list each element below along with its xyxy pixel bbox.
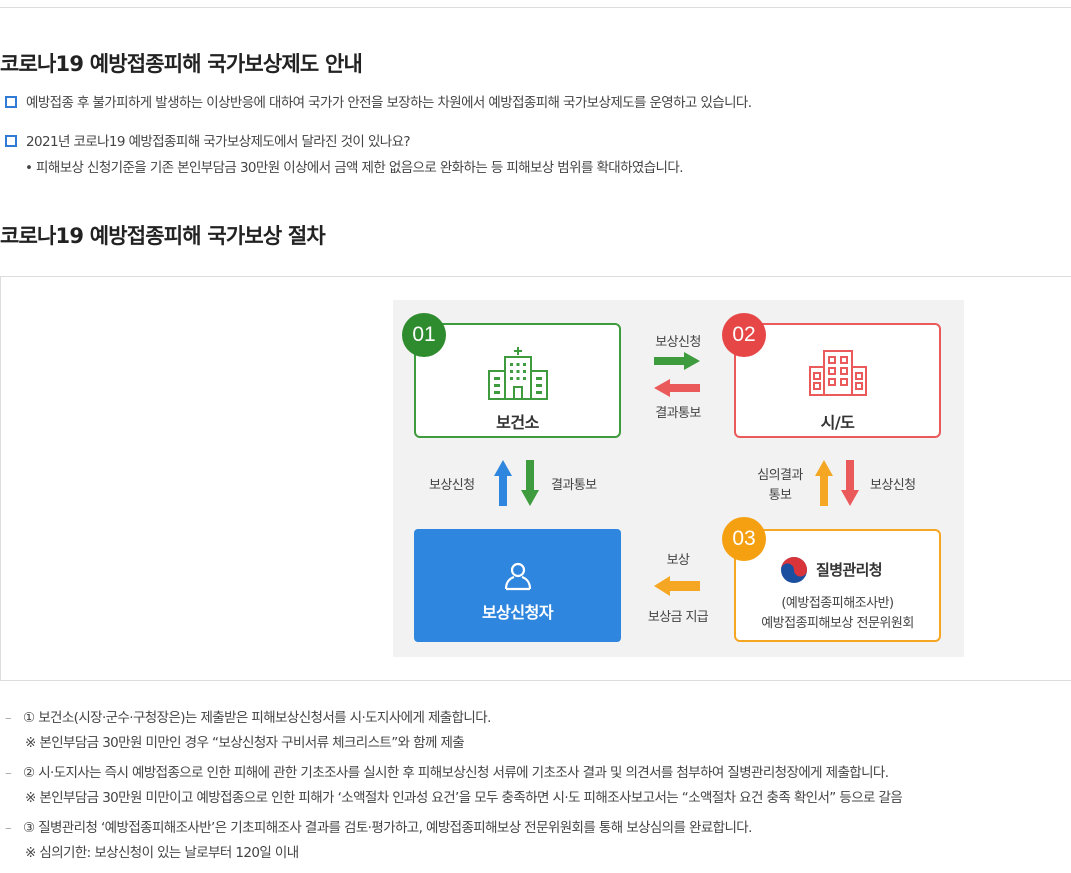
city-hall-icon — [809, 350, 867, 396]
square-bullet-icon — [5, 135, 17, 147]
step-number-2: 02 — [722, 313, 766, 357]
procedure-diagram: 보건소 01 시/도 02 보상신청자 — [393, 300, 964, 657]
step-card-health-center: 보건소 — [414, 323, 621, 438]
arrow-up-blue-icon — [494, 460, 512, 506]
step-number-1: 01 — [402, 313, 446, 357]
arrow-up-orange-icon — [815, 460, 833, 506]
info-bullet-1: 예방접종 후 불가피하게 발생하는 이상반응에 대하여 국가가 안전을 보장하는… — [5, 91, 752, 111]
dash-bullet-icon: – — [5, 710, 12, 726]
top-divider — [0, 7, 1071, 8]
kdca-sub-2: 예방접종피해보상 전문위원회 — [761, 616, 914, 631]
arrow-label-review-result-1: 심의결과 — [757, 468, 803, 483]
arrow-label-apply-left: 보상신청 — [429, 478, 475, 493]
procedure-container — [0, 276, 1071, 681]
section-title-procedure: 코로나19 예방접종피해 국가보상 절차 — [0, 224, 326, 248]
note-1-sub: ※ 본인부담금 30만원 미만인 경우 “보상신청자 구비서류 체크리스트”와 … — [25, 735, 465, 751]
arrow-right-green-icon — [654, 352, 700, 370]
info-bullet-2: 2021년 코로나19 예방접종피해 국가보상제도에서 달라진 것이 있나요? — [5, 130, 411, 150]
step-card-province: 시/도 — [734, 323, 941, 438]
step-label-applicant: 보상신청자 — [481, 603, 554, 622]
taegeuk-logo-icon — [781, 557, 807, 583]
arrow-label-apply-right: 보상신청 — [870, 478, 916, 493]
square-bullet-icon — [5, 96, 17, 108]
step-label-health-center: 보건소 — [496, 413, 539, 432]
step-number-3: 03 — [722, 517, 766, 561]
dash-bullet-icon: – — [5, 765, 12, 781]
note-3: –③ 질병관리청 ‘예방접종피해조사반’은 기초피해조사 결과를 검토·평가하고… — [5, 820, 752, 836]
note-2: –② 시·도지사는 즉시 예방접종으로 인한 피해에 관한 기초조사를 실시한 … — [5, 765, 889, 781]
arrow-left-orange-icon — [654, 576, 700, 596]
note-2-sub: ※ 본인부담금 30만원 미만이고 예방접종으로 인한 피해가 ‘소액절차 인과… — [25, 790, 903, 806]
kdca-sub-1: (예방접종피해조사반) — [781, 596, 894, 611]
step-card-kdca: 질병관리청 (예방접종피해조사반) 예방접종피해보상 전문위원회 — [734, 529, 941, 642]
arrow-label-compensation: 보상 — [666, 553, 690, 568]
arrow-label-payment: 보상금 지급 — [647, 610, 709, 625]
step-label-province: 시/도 — [820, 413, 855, 432]
kdca-org-name: 질병관리청 — [816, 561, 883, 579]
arrow-label-result-top: 결과통보 — [655, 406, 701, 421]
person-icon — [504, 562, 532, 591]
arrow-label-apply-top: 보상신청 — [655, 335, 701, 350]
arrow-label-result-left: 결과통보 — [551, 478, 597, 493]
step-card-applicant: 보상신청자 — [414, 529, 621, 642]
dash-bullet-icon: – — [5, 820, 12, 836]
arrow-label-review-result-2: 통보 — [768, 488, 792, 503]
arrow-left-red-icon — [654, 379, 700, 397]
page-title: 코로나19 예방접종피해 국가보상제도 안내 — [0, 52, 363, 76]
hospital-icon — [488, 347, 548, 400]
arrow-down-red-icon — [841, 460, 859, 506]
note-1: –① 보건소(시장·군수·구청장은)는 제출받은 피해보상신청서를 시·도지사에… — [5, 710, 491, 726]
info-bullet-2-sub: • 피해보상 신청기준을 기존 본인부담금 30만원 이상에서 금액 제한 없음… — [25, 160, 683, 176]
arrow-down-green-icon — [521, 460, 539, 506]
note-3-sub: ※ 심의기한: 보상신청이 있는 날로부터 120일 이내 — [25, 845, 299, 861]
